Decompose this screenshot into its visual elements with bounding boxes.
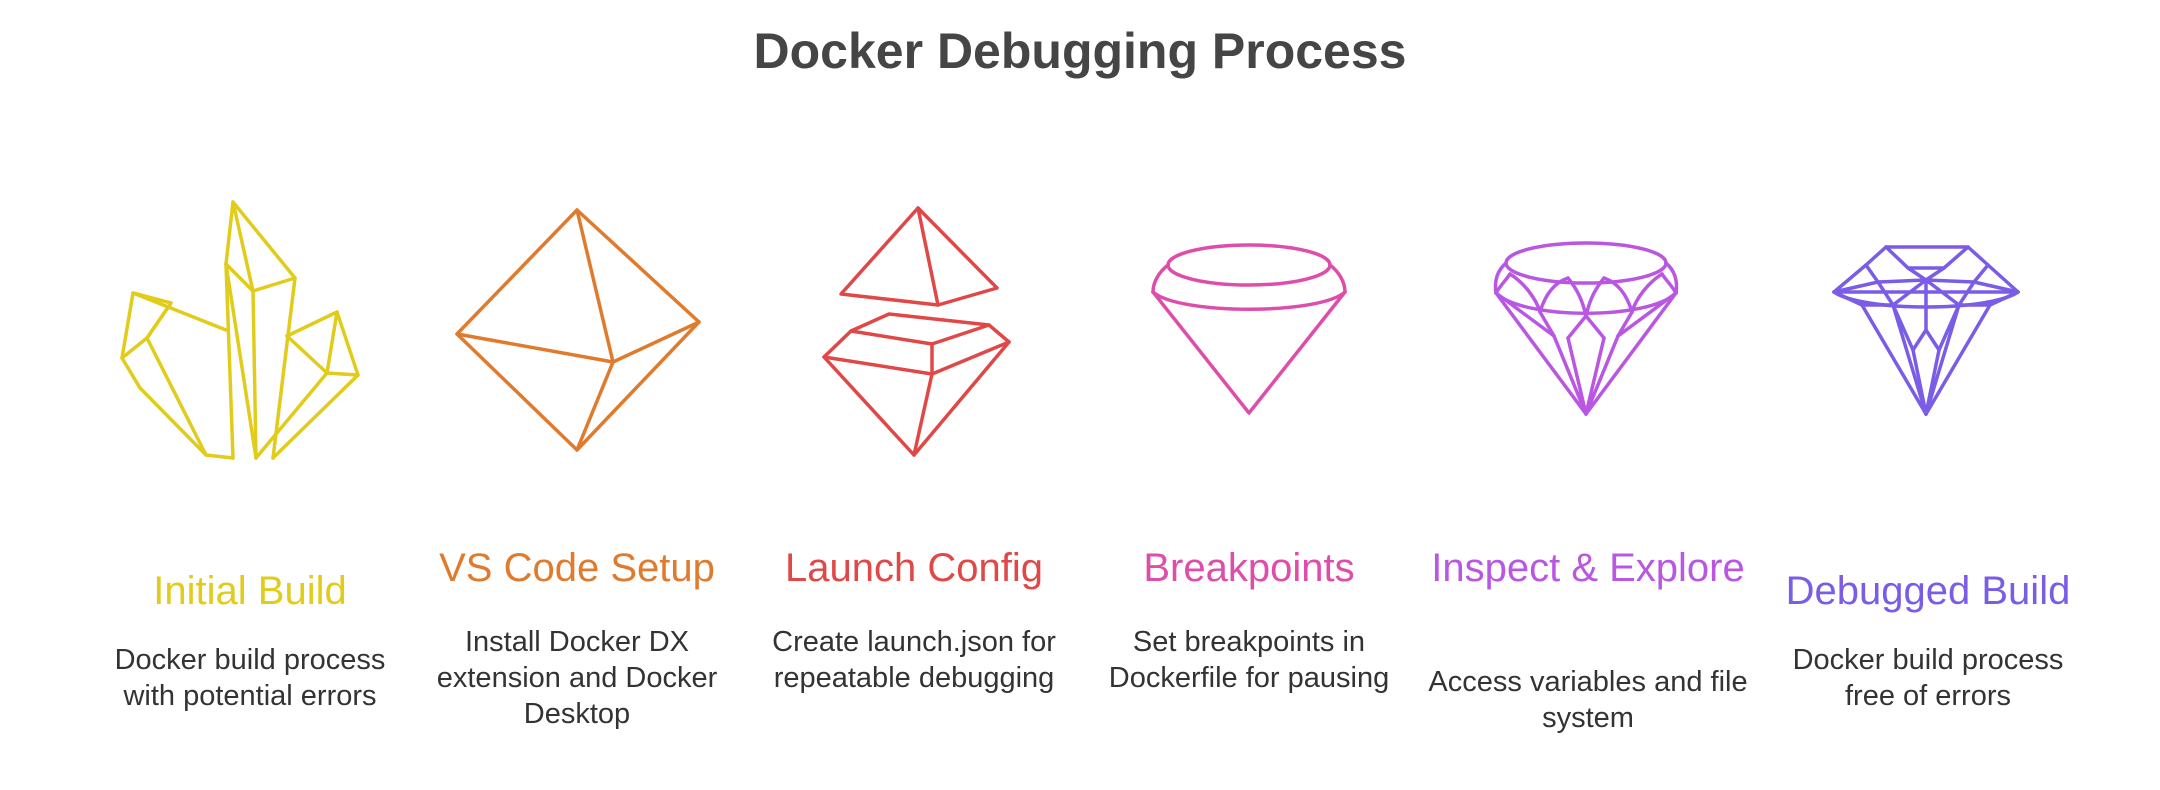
stage-title: Breakpoints xyxy=(1143,546,1355,590)
stage-initial-build: Initial Build Docker build process with … xyxy=(90,190,410,750)
brilliant-diamond-icon xyxy=(1832,245,2020,416)
stage-title: Inspect & Explore xyxy=(1431,546,1745,590)
stage-title: Launch Config xyxy=(785,546,1043,590)
stage-title: Initial Build xyxy=(153,569,347,613)
stage-description: Install Docker DX extension and Docker D… xyxy=(436,626,718,730)
split-gem-icon xyxy=(822,206,1011,457)
stage-inspect-explore: Inspect & Explore Access variables and f… xyxy=(1428,190,1748,750)
crystal-cluster-icon xyxy=(120,200,360,460)
stage-title: VS Code Setup xyxy=(439,546,715,590)
stage-description: Access variables and file system xyxy=(1428,666,1748,734)
stage-launch-config: Launch Config Create launch.json for rep… xyxy=(754,190,1074,750)
stage-description: Create launch.json for repeatable debugg… xyxy=(772,626,1056,694)
stage-title: Debugged Build xyxy=(1785,569,2071,613)
rough-gem-icon xyxy=(1151,243,1347,415)
stage-vs-code-setup: VS Code Setup Install Docker DX extensio… xyxy=(417,190,737,750)
stage-debugged-build: Debugged Build Docker build process free… xyxy=(1768,190,2088,750)
stage-description: Docker build process free of errors xyxy=(1792,644,2064,712)
stage-description: Set breakpoints in Dockerfile for pausin… xyxy=(1108,626,1390,694)
page-title: Docker Debugging Process xyxy=(753,23,1407,79)
octahedron-icon xyxy=(455,208,701,452)
stage-description: Docker build process with potential erro… xyxy=(114,644,386,712)
stage-breakpoints: Breakpoints Set breakpoints in Dockerfil… xyxy=(1089,190,1409,750)
faceted-gem-icon xyxy=(1493,241,1679,416)
